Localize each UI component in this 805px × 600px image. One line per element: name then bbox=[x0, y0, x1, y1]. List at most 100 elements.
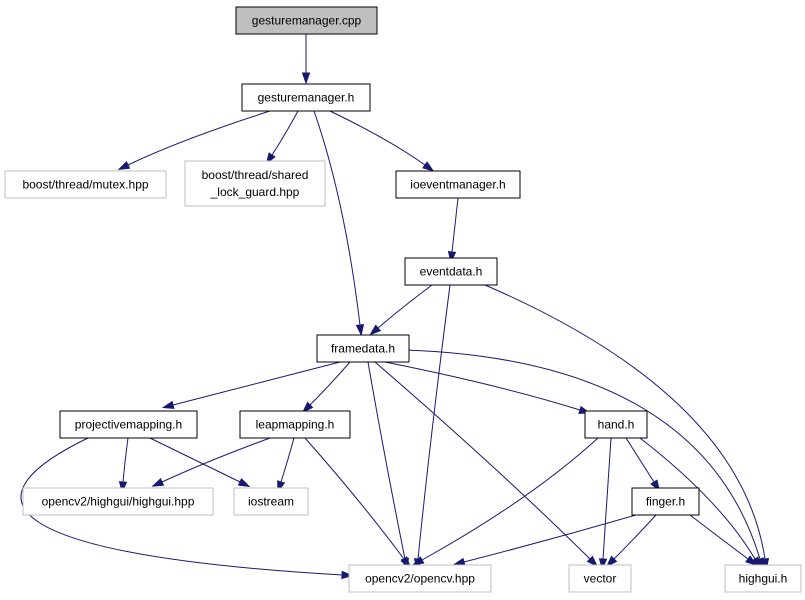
node-highgui_hpp[interactable]: opencv2/highgui/highgui.hpp bbox=[22, 487, 214, 516]
arrowhead bbox=[151, 477, 165, 487]
edge-ioeventmanager_h-to-eventdata_h bbox=[447, 197, 459, 264]
edge-leapmapping_h-to-iostream bbox=[277, 437, 295, 493]
edge-line bbox=[602, 437, 612, 560]
node-hand_h[interactable]: hand.h bbox=[584, 410, 648, 439]
node-label: projectivemapping.h bbox=[75, 418, 182, 432]
arrowhead bbox=[301, 72, 311, 85]
edge-framedata_h-to-leapmapping_h bbox=[301, 361, 351, 414]
edge-eventdata_h-to-opencv_hpp bbox=[413, 284, 451, 571]
arrowhead bbox=[745, 555, 758, 566]
node-label: iostream bbox=[248, 495, 294, 509]
node-eventdata_h[interactable]: eventdata.h bbox=[404, 257, 498, 286]
node-label: finger.h bbox=[646, 495, 685, 509]
arrowhead bbox=[237, 478, 251, 488]
edge-projectivemapping_h-to-highgui_hpp bbox=[118, 437, 129, 494]
node-projectivemapping_h[interactable]: projectivemapping.h bbox=[59, 410, 198, 439]
edge-leapmapping_h-to-highgui_hpp bbox=[151, 437, 271, 487]
node-gesturemanager_h[interactable]: gesturemanager.h bbox=[241, 83, 371, 112]
arrowhead bbox=[447, 251, 457, 264]
edge-line bbox=[280, 437, 295, 483]
edge-finger_h-to-opencv_hpp bbox=[452, 514, 637, 566]
node-label: leapmapping.h bbox=[256, 418, 335, 432]
edge-line bbox=[329, 110, 426, 166]
node-framedata_h[interactable]: framedata.h bbox=[316, 334, 410, 363]
edge-line bbox=[689, 514, 749, 560]
node-finger_h[interactable]: finger.h bbox=[631, 487, 700, 516]
edge-line bbox=[304, 437, 405, 560]
node-ioeventmanager_h[interactable]: ioeventmanager.h bbox=[395, 170, 521, 199]
edge-gesturemanager_h-to-ioeventmanager_h bbox=[329, 110, 435, 172]
edge-line bbox=[161, 437, 271, 483]
node-highgui_h[interactable]: highgui.h bbox=[724, 564, 802, 593]
node-boost_shared_lock[interactable]: boost/thread/shared_lock_guard.hpp bbox=[184, 160, 326, 207]
node-vector[interactable]: vector bbox=[568, 564, 632, 593]
node-label: hand.h bbox=[598, 418, 635, 432]
edge-line bbox=[149, 437, 241, 483]
edge-leapmapping_h-to-opencv_hpp bbox=[304, 437, 411, 569]
arrowhead bbox=[452, 557, 466, 566]
node-box bbox=[184, 160, 326, 207]
node-label: gesturemanager.cpp bbox=[252, 14, 362, 28]
edge-framedata_h-to-vector bbox=[374, 361, 599, 568]
arrowhead bbox=[301, 401, 314, 414]
arrowhead bbox=[598, 558, 608, 571]
node-label: boost/thread/mutex.hpp bbox=[22, 178, 148, 192]
node-iostream[interactable]: iostream bbox=[233, 487, 309, 516]
edge-line bbox=[122, 437, 129, 483]
edge-hand_h-to-finger_h bbox=[625, 437, 661, 492]
node-boost_mutex[interactable]: boost/thread/mutex.hpp bbox=[4, 170, 167, 199]
edge-framedata_h-to-projectivemapping_h bbox=[161, 361, 341, 409]
node-box bbox=[316, 334, 410, 363]
arrowhead bbox=[369, 324, 382, 336]
arrowhead bbox=[411, 556, 425, 566]
node-label: eventdata.h bbox=[420, 265, 483, 279]
edge-line bbox=[127, 110, 271, 166]
edge-gesturemanager_h-to-framedata_h bbox=[313, 110, 365, 337]
node-box bbox=[241, 83, 371, 112]
edge-line bbox=[271, 110, 299, 156]
node-box bbox=[584, 410, 648, 439]
edge-line bbox=[625, 437, 655, 483]
node-box bbox=[348, 564, 492, 593]
edge-line bbox=[484, 284, 766, 560]
arrowhead bbox=[586, 555, 599, 568]
node-opencv_hpp[interactable]: opencv2/opencv.hpp bbox=[348, 564, 492, 593]
edge-projectivemapping_h-to-opencv_hpp bbox=[20, 437, 354, 580]
node-box bbox=[395, 170, 521, 199]
node-box bbox=[239, 410, 351, 439]
edge-line bbox=[463, 514, 637, 563]
edge-line bbox=[451, 197, 459, 253]
edge-framedata_h-to-hand_h bbox=[384, 361, 591, 414]
edge-line bbox=[404, 349, 761, 560]
node-label: opencv2/opencv.hpp bbox=[365, 572, 475, 586]
arrowhead bbox=[117, 160, 131, 170]
edge-line bbox=[417, 284, 451, 560]
node-box bbox=[233, 487, 309, 516]
arrowhead bbox=[341, 570, 354, 580]
node-box bbox=[404, 257, 498, 286]
arrowhead bbox=[118, 481, 128, 494]
edge-line bbox=[377, 284, 433, 329]
arrowhead bbox=[161, 400, 175, 409]
node-leapmapping_h[interactable]: leapmapping.h bbox=[239, 410, 351, 439]
edge-projectivemapping_h-to-iostream bbox=[149, 437, 251, 488]
arrowhead bbox=[422, 161, 435, 172]
edge-finger_h-to-highgui_h bbox=[689, 514, 758, 566]
edge-line bbox=[367, 361, 406, 560]
node-label: framedata.h bbox=[331, 342, 395, 356]
node-label: vector bbox=[584, 572, 617, 586]
edge-line bbox=[313, 110, 361, 326]
node-gesturemanager_cpp[interactable]: gesturemanager.cpp bbox=[235, 6, 378, 35]
edge-line bbox=[421, 437, 599, 561]
nodes-layer: gesturemanager.cpp gesturemanager.h boost/… bbox=[4, 6, 802, 593]
edge-eventdata_h-to-framedata_h bbox=[369, 284, 433, 336]
edge-gesturemanager_h-to-boost_shared_lock bbox=[265, 110, 299, 165]
edge-line bbox=[20, 437, 343, 576]
edge-line bbox=[374, 361, 591, 560]
edge-gesturemanager_h-to-boost_mutex bbox=[117, 110, 271, 170]
edge-framedata_h-to-highgui_h bbox=[404, 349, 764, 571]
node-label: boost/thread/shared bbox=[202, 168, 309, 182]
node-label: gesturemanager.h bbox=[258, 91, 355, 105]
node-label: ioeventmanager.h bbox=[410, 178, 505, 192]
